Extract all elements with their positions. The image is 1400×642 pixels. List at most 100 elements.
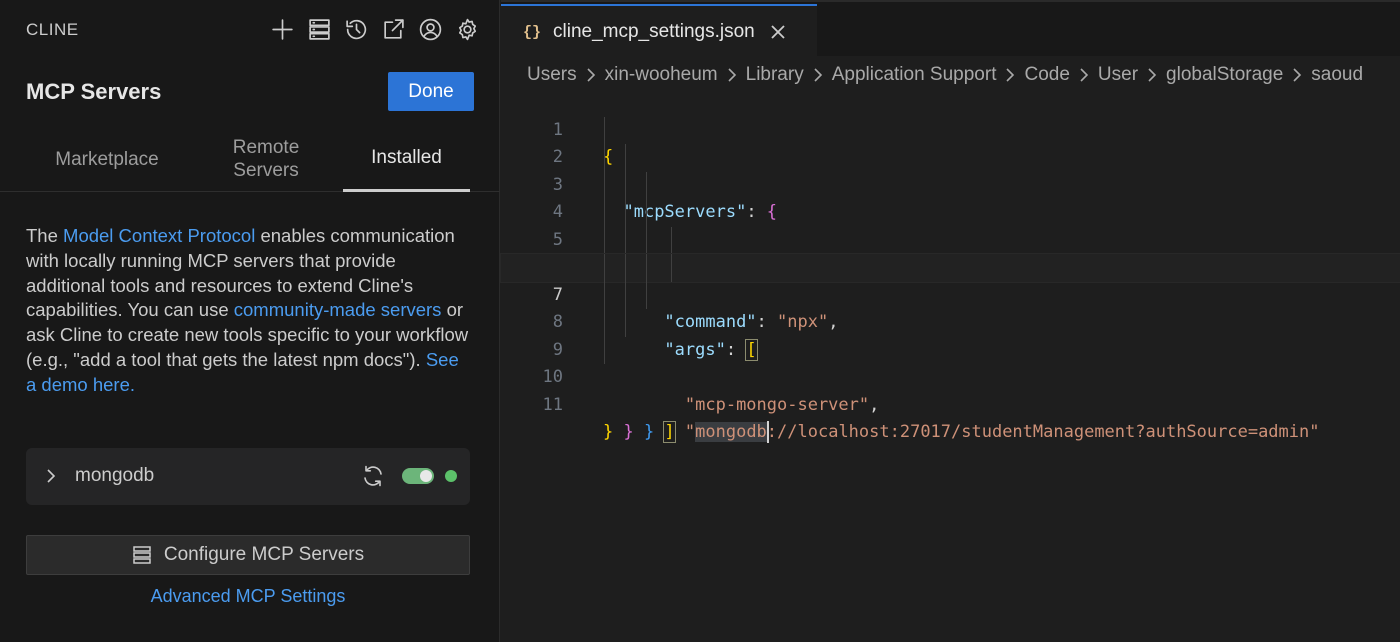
server-enable-toggle[interactable] — [402, 468, 434, 484]
json-file-icon: {} — [523, 23, 542, 41]
indent-guide — [646, 199, 647, 227]
indent-guide — [625, 254, 626, 282]
line-number: 7 — [552, 284, 563, 305]
code-text: "mcp-mongo-server", — [684, 394, 880, 415]
indent-guide — [604, 144, 605, 172]
code-text: } — [643, 422, 655, 442]
breadcrumb: Users xin-wooheum Library Application Su… — [527, 62, 1363, 88]
code-line: 10 } — [501, 336, 1400, 442]
indent-guide — [625, 226, 626, 254]
indent-guide — [625, 171, 626, 199]
code-text: "mcpServers": { — [623, 202, 778, 222]
community-servers-link[interactable]: community-made servers — [233, 299, 442, 321]
line-number: 8 — [552, 312, 563, 332]
server-item-mongodb[interactable]: mongodb — [26, 448, 470, 505]
editor-tabbar: {} cline_mcp_settings.json — [501, 0, 1400, 58]
configure-label: Configure MCP Servers — [163, 544, 365, 565]
mcp-description: The Model Context Protocol enables commu… — [26, 224, 474, 398]
code-text: } — [623, 422, 634, 442]
indent-guide — [646, 254, 647, 282]
indent-guide — [671, 254, 672, 282]
indent-guide — [671, 226, 672, 254]
breadcrumb-item[interactable]: Users — [527, 64, 577, 85]
indent-guide — [604, 281, 605, 309]
code-line: 1 { — [501, 89, 1400, 168]
breadcrumb-item[interactable]: Library — [745, 64, 804, 85]
indent-guide — [625, 309, 626, 337]
chevron-right-icon — [1002, 67, 1018, 83]
breadcrumb-item[interactable]: User — [1097, 64, 1139, 85]
code-line: 5 "args": [ — [501, 199, 1400, 361]
line-number: 3 — [552, 174, 563, 195]
configure-mcp-servers-button[interactable]: Configure MCP Servers — [26, 535, 470, 575]
chevron-right-icon — [583, 67, 599, 83]
line-number: 1 — [552, 119, 563, 140]
description-text: enables communication with locally runni… — [26, 225, 455, 321]
code-line: 3 "mongodb": { — [501, 144, 1400, 277]
editor-tab-title: cline_mcp_settings.json — [553, 21, 755, 42]
server-stack-icon[interactable] — [306, 14, 332, 44]
chevron-right-icon — [724, 67, 740, 83]
description-text: or ask Cline to create new tools specifi… — [26, 299, 469, 370]
indent-guide — [604, 116, 605, 144]
code-line-current: 7 "mongodb://localhost:27017/studentMana… — [500, 253, 1400, 443]
code-text: { — [603, 147, 614, 167]
breadcrumb-item[interactable]: Application Support — [831, 64, 997, 85]
line-number: 4 — [552, 202, 563, 222]
tab-installed[interactable]: Installed — [343, 126, 470, 192]
tab-marketplace[interactable]: Marketplace — [55, 148, 159, 170]
line-number: 9 — [552, 339, 563, 360]
server-stack-icon — [133, 546, 151, 564]
tab-remote-servers[interactable]: Remote Servers — [196, 126, 336, 192]
indent-guide — [625, 199, 626, 227]
tab-remote-servers-label: Remote Servers — [232, 137, 300, 181]
chevron-right-icon — [1289, 67, 1305, 83]
demo-link[interactable]: See a demo here. — [26, 348, 459, 395]
code-text: ] — [663, 421, 676, 443]
code-editor: {} cline_mcp_settings.json Users xin-woo… — [500, 0, 1400, 642]
indent-guide — [604, 336, 605, 364]
history-icon[interactable] — [343, 14, 369, 44]
code-text: "mongodb://localhost:27017/studentManage… — [684, 421, 1320, 443]
code-text: "command": "npx", — [664, 312, 839, 332]
server-name: mongodb — [75, 465, 155, 486]
refresh-icon[interactable] — [360, 463, 386, 489]
description-text: The — [26, 225, 64, 246]
indent-guide — [625, 144, 626, 172]
breadcrumb-item[interactable]: globalStorage — [1166, 64, 1284, 85]
breadcrumb-item[interactable]: Code — [1024, 64, 1070, 85]
cline-sidebar: CLINE MCP Servers Done Marketplace — [0, 0, 500, 642]
model-context-protocol-link[interactable]: Model Context Protocol — [63, 225, 256, 246]
header-toolbar — [269, 14, 480, 44]
gear-icon[interactable] — [454, 14, 480, 44]
advanced-mcp-settings-link[interactable]: Advanced MCP Settings — [150, 586, 346, 606]
code-text: "args": [ — [664, 338, 758, 361]
code-line: 11 } — [501, 364, 1400, 443]
chevron-right-icon[interactable] — [44, 465, 58, 487]
code-line: 6 "mcp-mongo-server", — [501, 226, 1400, 415]
external-link-icon[interactable] — [380, 14, 406, 44]
page-title: MCP Servers — [26, 79, 162, 104]
app-title: CLINE — [26, 20, 79, 39]
text-cursor — [766, 421, 769, 443]
code-line: 4 "command": "npx", — [501, 171, 1400, 332]
editor-tab-settings-json[interactable]: {} cline_mcp_settings.json — [501, 4, 817, 58]
code-line: 9 } — [501, 309, 1400, 442]
indent-guide — [646, 281, 647, 309]
breadcrumb-item[interactable]: xin-wooheum — [604, 64, 718, 85]
account-icon[interactable] — [417, 14, 443, 44]
line-number: 11 — [542, 394, 563, 415]
indent-guide — [604, 171, 605, 199]
sidebar-header: CLINE — [0, 0, 500, 60]
breadcrumb-item[interactable]: saoud — [1311, 64, 1364, 85]
toggle-knob — [420, 470, 432, 482]
code-line: 8 ] — [501, 281, 1400, 443]
close-icon[interactable] — [769, 23, 787, 41]
code-area[interactable]: 1 { 2 "mcpServers": { 3 "mongodb": { 4 "… — [500, 89, 1400, 443]
indent-guide — [604, 254, 605, 282]
chevron-right-icon — [1144, 67, 1160, 83]
line-number: 5 — [552, 229, 563, 250]
done-button[interactable]: Done — [388, 72, 474, 111]
indent-guide — [604, 309, 605, 337]
plus-icon[interactable] — [269, 14, 295, 44]
